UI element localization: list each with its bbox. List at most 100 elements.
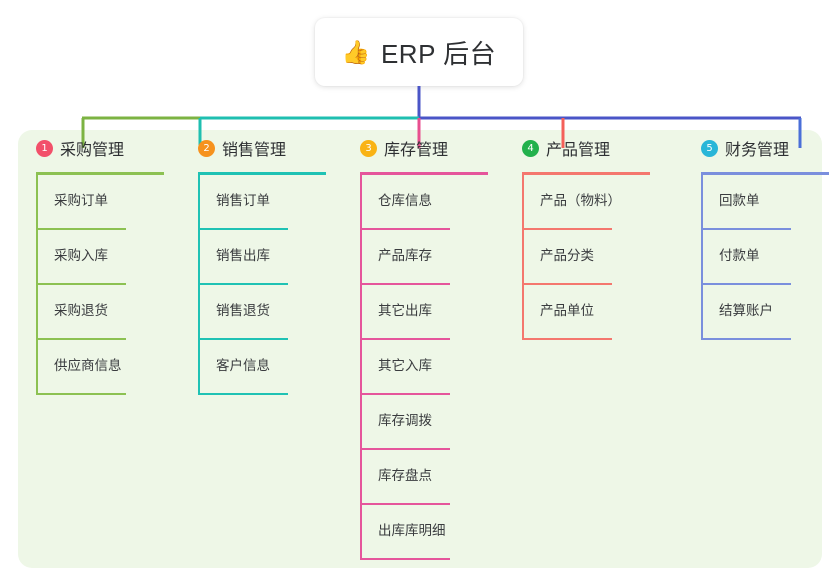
column-title-3: 库存管理 <box>384 142 449 159</box>
column-badge-4: 4 <box>522 139 539 157</box>
list-item-label: 产品单位 <box>540 303 594 318</box>
list-item[interactable]: 产品单位 <box>504 285 664 340</box>
column-trunk-2 <box>198 175 200 395</box>
list-item[interactable]: 采购订单 <box>18 175 178 230</box>
list-item[interactable]: 采购退货 <box>18 285 178 340</box>
root-node-label: ERP 后台 <box>380 38 497 69</box>
root-node[interactable]: 👍 ERP 后台 <box>315 18 523 86</box>
list-item[interactable]: 仓库信息 <box>342 175 502 230</box>
list-item-rule <box>360 338 450 340</box>
list-item[interactable]: 销售出库 <box>180 230 340 285</box>
list-item-label: 付款单 <box>719 248 760 263</box>
list-item[interactable]: 销售退货 <box>180 285 340 340</box>
column-header-rule-1 <box>36 172 164 175</box>
list-item-rule <box>198 338 288 340</box>
list-item-label: 供应商信息 <box>54 358 122 373</box>
diagram-panel <box>18 130 822 568</box>
list-item-label: 回款单 <box>719 193 760 208</box>
list-item[interactable]: 出库库明细 <box>342 505 502 560</box>
list-item-label: 库存盘点 <box>378 468 432 483</box>
list-item-label: 销售出库 <box>216 248 270 263</box>
column-items-5: 回款单付款单结算账户 <box>683 175 839 340</box>
list-item-rule <box>701 283 791 285</box>
list-item-label: 仓库信息 <box>378 193 432 208</box>
list-item-rule <box>198 228 288 230</box>
column-badge-3: 3 <box>360 139 377 157</box>
column-header-3[interactable]: 3 库存管理 <box>342 130 502 175</box>
list-item-label: 其它入库 <box>378 358 432 373</box>
list-item[interactable]: 产品分类 <box>504 230 664 285</box>
list-item-rule <box>360 228 450 230</box>
list-item[interactable]: 库存盘点 <box>342 450 502 505</box>
column-5: 5 财务管理回款单付款单结算账户 <box>683 130 839 340</box>
column-4: 4 产品管理产品（物料） 产品分类产品单位 <box>504 130 664 340</box>
column-title-4: 产品管理 <box>546 142 611 159</box>
list-item-label: 结算账户 <box>719 303 773 318</box>
list-item-label: 销售退货 <box>216 303 270 318</box>
list-item-rule <box>360 448 450 450</box>
column-trunk-4 <box>522 175 524 340</box>
list-item[interactable]: 结算账户 <box>683 285 839 340</box>
list-item-rule <box>36 338 126 340</box>
list-item[interactable]: 销售订单 <box>180 175 340 230</box>
column-header-rule-5 <box>701 172 829 175</box>
column-1: 1 采购管理采购订单采购入库采购退货供应商信息 <box>18 130 178 395</box>
list-item-label: 客户信息 <box>216 358 270 373</box>
list-item[interactable]: 客户信息 <box>180 340 340 395</box>
list-item-rule <box>522 228 612 230</box>
list-item-label: 库存调拨 <box>378 413 432 428</box>
column-trunk-5 <box>701 175 703 340</box>
list-item-rule <box>36 228 126 230</box>
list-item-rule <box>522 283 612 285</box>
list-item[interactable]: 回款单 <box>683 175 839 230</box>
column-header-rule-4 <box>522 172 650 175</box>
list-item-rule <box>701 338 791 340</box>
column-items-2: 销售订单销售出库销售退货客户信息 <box>180 175 340 395</box>
column-header-5[interactable]: 5 财务管理 <box>683 130 839 175</box>
list-item-rule <box>36 393 126 395</box>
column-items-4: 产品（物料） 产品分类产品单位 <box>504 175 664 340</box>
column-2: 2 销售管理销售订单销售出库销售退货客户信息 <box>180 130 340 395</box>
list-item[interactable]: 库存调拨 <box>342 395 502 450</box>
list-item[interactable]: 产品（物料） <box>504 175 664 230</box>
list-item-label: 采购退货 <box>54 303 108 318</box>
list-item-rule <box>198 283 288 285</box>
list-item[interactable]: 其它出库 <box>342 285 502 340</box>
list-item-label: 其它出库 <box>378 303 432 318</box>
column-badge-2: 2 <box>198 139 215 157</box>
column-title-1: 采购管理 <box>60 142 125 159</box>
column-trunk-3 <box>360 175 362 560</box>
list-item[interactable]: 产品库存 <box>342 230 502 285</box>
list-item-label: 出库库明细 <box>378 523 446 538</box>
column-trunk-1 <box>36 175 38 395</box>
list-item-label: 采购入库 <box>54 248 108 263</box>
list-item[interactable]: 付款单 <box>683 230 839 285</box>
column-title-5: 财务管理 <box>725 142 790 159</box>
list-item[interactable]: 其它入库 <box>342 340 502 395</box>
column-header-1[interactable]: 1 采购管理 <box>18 130 178 175</box>
list-item-label: 产品分类 <box>540 248 594 263</box>
list-item-rule <box>36 283 126 285</box>
column-items-3: 仓库信息产品库存其它出库其它入库库存调拨库存盘点出库库明细 <box>342 175 502 560</box>
list-item-rule <box>360 283 450 285</box>
list-item[interactable]: 采购入库 <box>18 230 178 285</box>
list-item-rule <box>701 228 791 230</box>
column-title-2: 销售管理 <box>222 142 287 159</box>
root-node-content: 👍 ERP 后台 <box>342 34 496 71</box>
column-3: 3 库存管理仓库信息产品库存其它出库其它入库库存调拨库存盘点出库库明细 <box>342 130 502 560</box>
list-item-rule <box>360 393 450 395</box>
thumbs-up-icon: 👍 <box>341 38 371 65</box>
list-item[interactable]: 供应商信息 <box>18 340 178 395</box>
column-header-2[interactable]: 2 销售管理 <box>180 130 340 175</box>
list-item-label: 产品（物料） <box>540 193 621 208</box>
columns-container: 1 采购管理采购订单采购入库采购退货供应商信息 2 销售管理销售订单销售出库销售退货客… <box>0 130 839 568</box>
list-item-rule <box>360 503 450 505</box>
column-badge-5: 5 <box>701 139 718 157</box>
column-badge-1: 1 <box>36 139 53 157</box>
column-header-4[interactable]: 4 产品管理 <box>504 130 664 175</box>
list-item-rule <box>360 558 450 560</box>
list-item-rule <box>198 393 288 395</box>
column-header-rule-2 <box>198 172 326 175</box>
column-header-rule-3 <box>360 172 488 175</box>
list-item-label: 采购订单 <box>54 193 108 208</box>
